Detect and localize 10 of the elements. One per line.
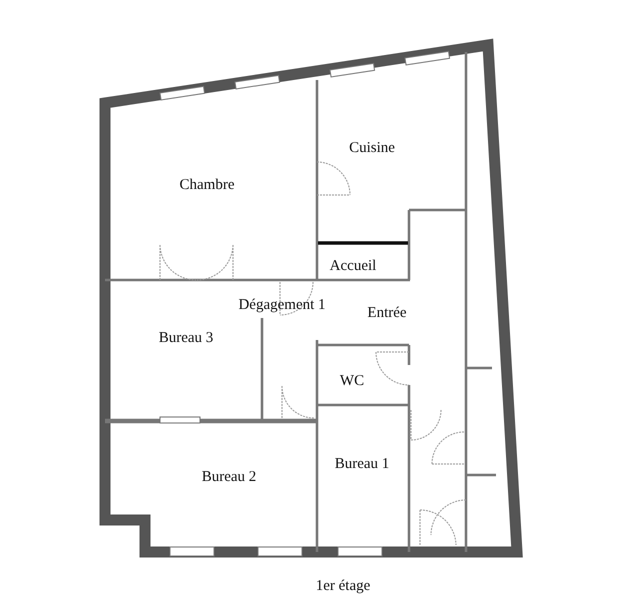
floor-caption: 1er étage (316, 578, 370, 594)
room-label: WC (340, 372, 364, 390)
room-label: Entrée (367, 304, 407, 322)
room-label: Dégagement 1 (238, 296, 326, 314)
room-label: Bureau 1 (334, 456, 390, 472)
room-label: Bureau 2 (202, 468, 256, 486)
room-label: Chambre (180, 176, 234, 194)
room-label: Bureau 3 (158, 330, 214, 346)
room-label: Cuisine (349, 140, 395, 156)
room-label: Accueil (330, 258, 376, 274)
